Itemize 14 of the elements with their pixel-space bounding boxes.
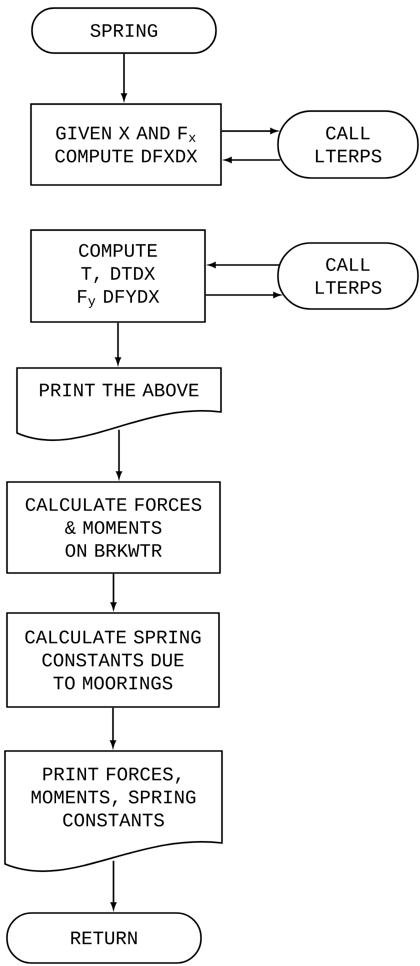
- arrow: [208, 262, 280, 268]
- process-box: GIVEN X AND F$_{x}$ COMPUTE DFXDX: [30, 103, 222, 186]
- process-box: COMPUTE T, DTDX F$_{y}$ DFYDX: [30, 229, 206, 323]
- arrow: [115, 322, 121, 364]
- arrow: [224, 157, 280, 163]
- arrow: [110, 860, 116, 910]
- process-box: CALCULATE SPRING CONSTANTS DUE TO MOORINGS: [6, 612, 220, 708]
- arrow: [206, 292, 280, 298]
- arrow: [116, 430, 122, 478]
- arrow: [110, 708, 116, 748]
- arrow: [222, 128, 278, 134]
- arrow: [110, 574, 116, 610]
- process-box: CALCULATE FORCES & MOMENTS ON BRKWTR: [6, 481, 221, 574]
- arrow: [121, 54, 127, 100]
